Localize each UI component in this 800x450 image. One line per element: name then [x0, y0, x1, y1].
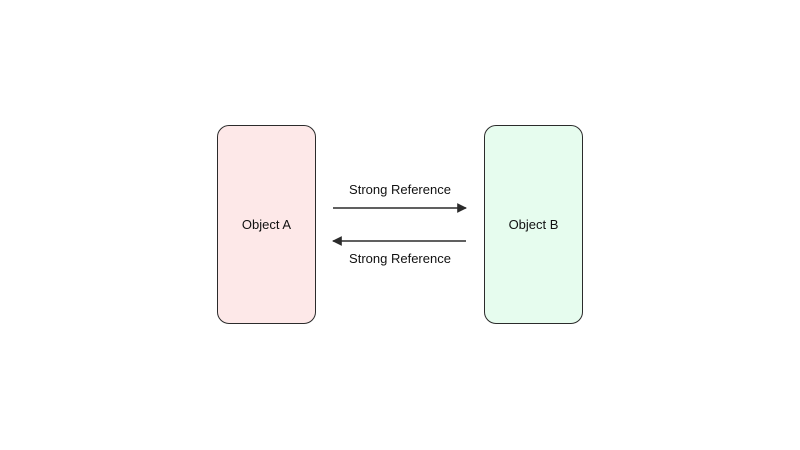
object-a-node: Object A [217, 125, 316, 324]
edge-b-to-a-label: Strong Reference [349, 251, 451, 266]
object-b-node: Object B [484, 125, 583, 324]
object-b-label: Object B [508, 217, 559, 232]
object-a-label: Object A [241, 217, 292, 232]
edge-a-to-b-label: Strong Reference [349, 182, 451, 197]
